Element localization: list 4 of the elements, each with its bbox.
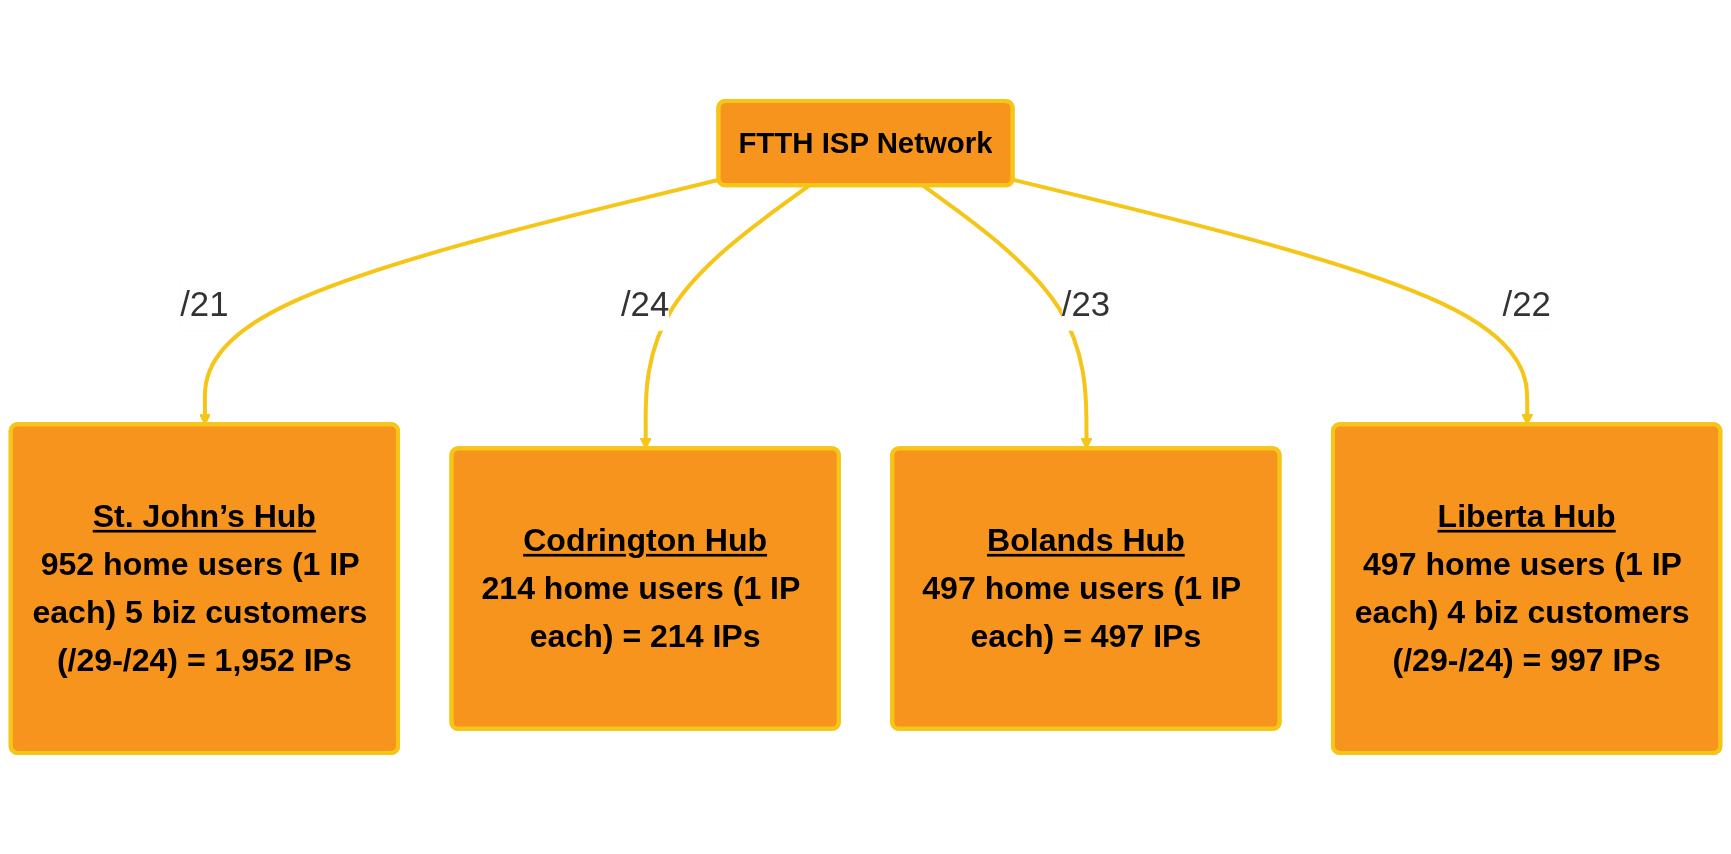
edge-label: /23 (1061, 284, 1111, 325)
edge-label: /24 (620, 284, 670, 325)
edge-label: /22 (1502, 284, 1551, 325)
edge-label: /21 (180, 284, 229, 325)
